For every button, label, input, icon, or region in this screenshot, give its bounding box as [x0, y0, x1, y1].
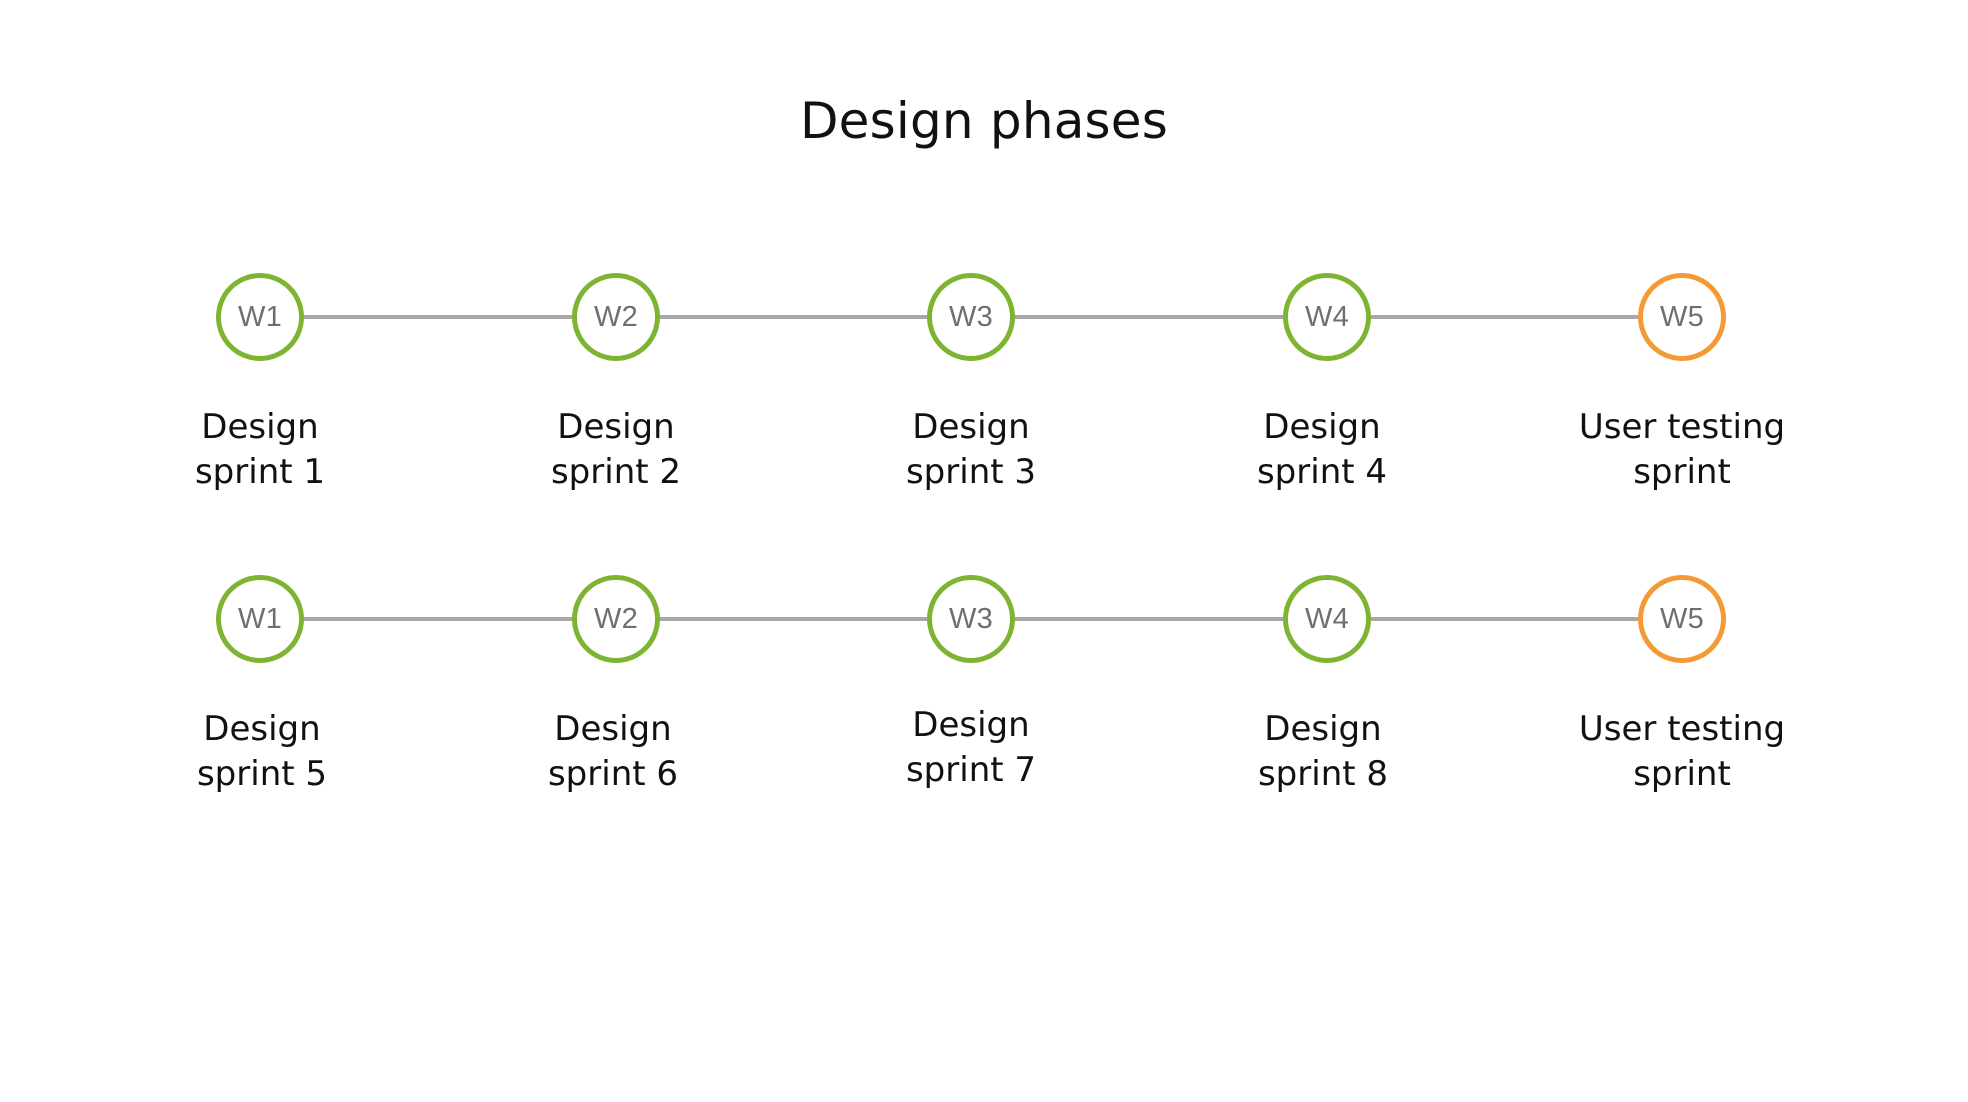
- week-node-w1: W1: [216, 273, 304, 361]
- step-label-line2: sprint: [1633, 754, 1731, 794]
- step-label: User testing sprint: [1552, 405, 1812, 495]
- week-node-w5: W5: [1638, 575, 1726, 663]
- week-label: W5: [1660, 602, 1704, 635]
- step-label-line1: Design: [912, 705, 1030, 745]
- step-label: Design sprint 2: [486, 405, 746, 495]
- step-label: Design sprint 4: [1192, 405, 1452, 495]
- step-label-line2: sprint 6: [547, 754, 679, 794]
- week-node-w1: W1: [216, 575, 304, 663]
- week-node-w4: W4: [1283, 575, 1371, 663]
- week-node-w5: W5: [1638, 273, 1726, 361]
- week-node-w2: W2: [572, 575, 660, 663]
- step-label-line1: Design: [201, 407, 319, 447]
- step-label-line1: Design: [203, 709, 321, 749]
- week-label: W3: [949, 602, 993, 635]
- step-label-line2: sprint 7: [905, 750, 1037, 790]
- step-label-line2: sprint 3: [905, 452, 1037, 492]
- week-node-w4: W4: [1283, 273, 1371, 361]
- step-label: Design sprint 3: [841, 405, 1101, 495]
- step-label: User testing sprint: [1552, 707, 1812, 797]
- week-label: W2: [594, 300, 638, 333]
- week-node-w2: W2: [572, 273, 660, 361]
- step-label: Design sprint 8: [1193, 707, 1453, 797]
- step-label-line2: sprint 2: [550, 452, 682, 492]
- week-label: W3: [949, 300, 993, 333]
- diagram-title: Design phases: [799, 92, 1169, 150]
- step-label-line2: sprint: [1633, 452, 1731, 492]
- week-node-w3: W3: [927, 273, 1015, 361]
- step-label-line1: Design: [912, 407, 1030, 447]
- step-label: Design sprint 1: [130, 405, 390, 495]
- step-label: Design sprint 5: [132, 707, 392, 797]
- step-label-line2: sprint 4: [1256, 452, 1388, 492]
- step-label-line1: Design: [554, 709, 672, 749]
- timeline-row-1: W1 W2 W3 W4 W5 Design sprint 1 Design sp…: [0, 230, 1968, 492]
- step-label: Design sprint 7: [841, 703, 1101, 793]
- step-label-line2: sprint 1: [194, 452, 326, 492]
- step-label-line1: Design: [1263, 407, 1381, 447]
- step-label: Design sprint 6: [483, 707, 743, 797]
- week-label: W4: [1305, 602, 1349, 635]
- week-node-w3: W3: [927, 575, 1015, 663]
- week-label: W2: [594, 602, 638, 635]
- step-label-line1: Design: [557, 407, 675, 447]
- week-label: W5: [1660, 300, 1704, 333]
- timeline-row-2: W1 W2 W3 W4 W5 Design sprint 5 Design sp…: [0, 532, 1968, 794]
- step-label-line2: sprint 5: [196, 754, 328, 794]
- week-label: W1: [238, 300, 282, 333]
- step-label-line2: sprint 8: [1257, 754, 1389, 794]
- week-label: W1: [238, 602, 282, 635]
- step-label-line1: User testing: [1578, 407, 1786, 447]
- step-label-line1: User testing: [1578, 709, 1786, 749]
- week-label: W4: [1305, 300, 1349, 333]
- step-label-line1: Design: [1264, 709, 1382, 749]
